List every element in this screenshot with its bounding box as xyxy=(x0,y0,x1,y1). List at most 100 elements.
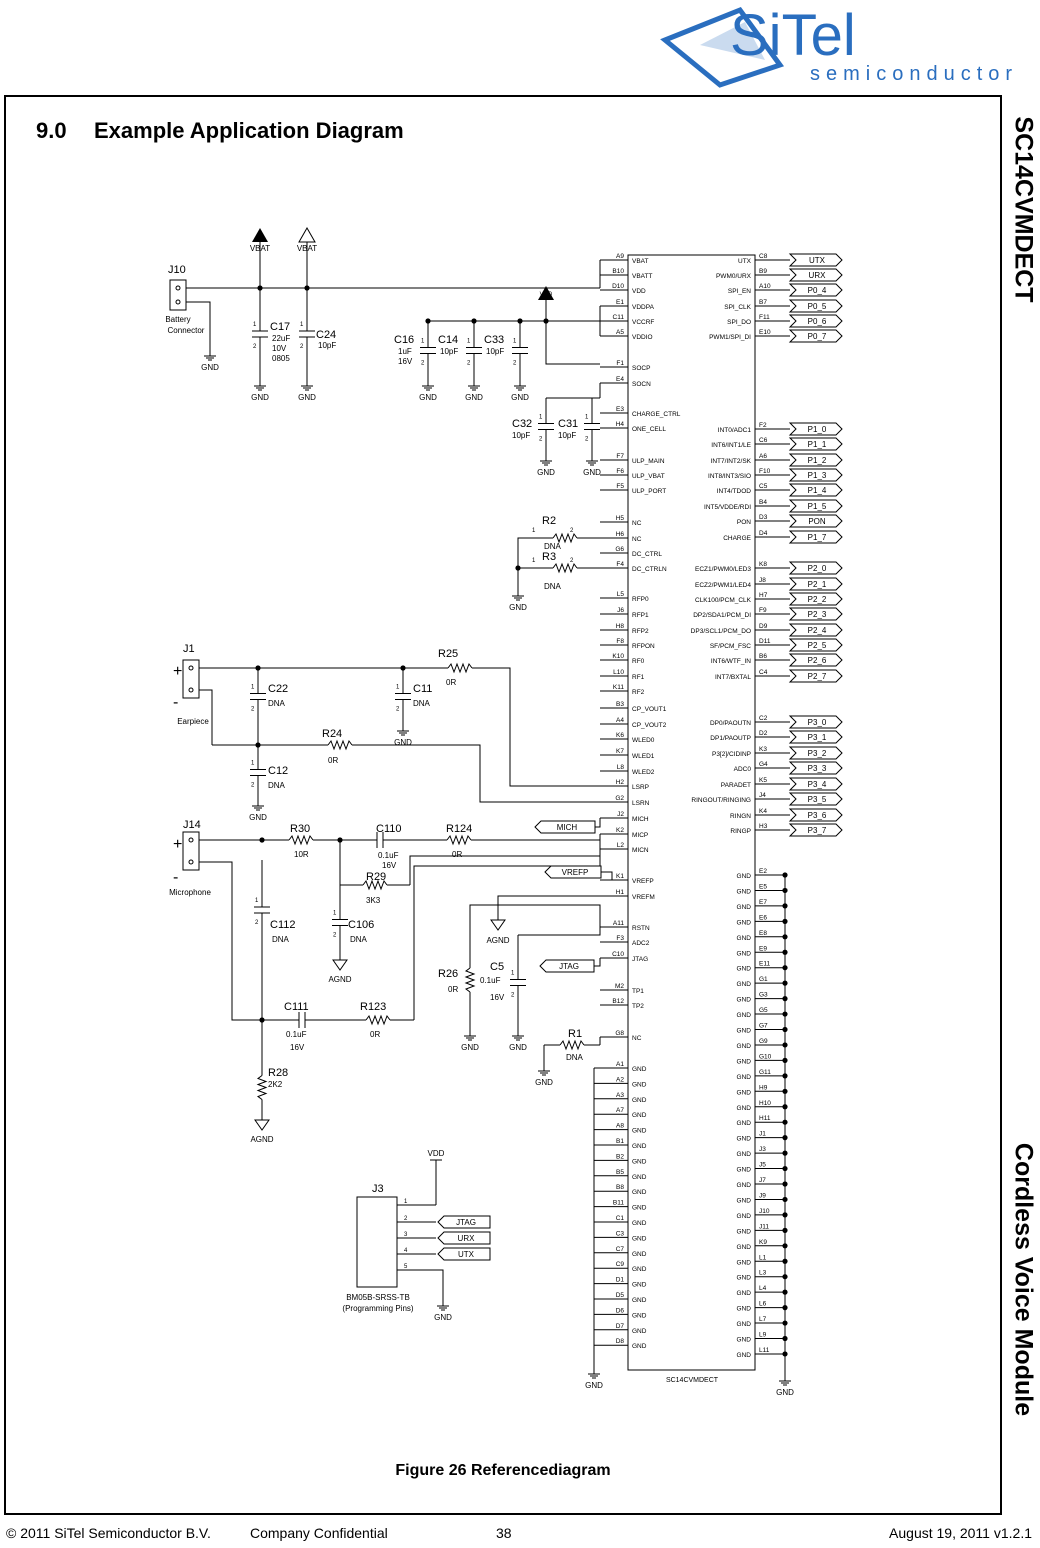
ic-pin-name: INT6/INT1/LE xyxy=(711,442,751,449)
net-tag-p3_1 xyxy=(788,730,843,744)
ic-pin-number: B11 xyxy=(613,1200,624,1207)
ic-pin-number: H11 xyxy=(759,1115,771,1122)
gnd-c17-icon: GND xyxy=(251,393,269,402)
ic-pin-name: GND xyxy=(737,1275,752,1282)
ic-pin-name: NC xyxy=(632,536,642,543)
net-tag-p0_5 xyxy=(788,299,843,313)
ic-pin-name: CP_VOUT1 xyxy=(632,706,667,713)
net-tag-p1_3 xyxy=(788,468,843,482)
j3-pin-number: 4 xyxy=(404,1248,408,1254)
vdd-label: VDD xyxy=(540,292,553,298)
ic-pin-name: RINGN xyxy=(730,813,751,820)
ref-r2: R2 xyxy=(542,515,556,527)
ic-pin-number: D2 xyxy=(759,730,768,737)
ic-pin-name: MICN xyxy=(632,847,649,854)
agnd-symbol-icon xyxy=(490,919,506,931)
ic-pin-number: J7 xyxy=(759,1177,766,1184)
ic-pin-name: SOCP xyxy=(632,365,650,372)
label: 1 xyxy=(532,558,536,564)
ic-pin-number: F4 xyxy=(616,561,624,568)
r25-zigzag xyxy=(447,662,473,674)
ic-pin-name: GND xyxy=(632,1174,647,1181)
net-tag-urx-j3 xyxy=(437,1231,491,1245)
ic-pin-name: CHARGE_CTRL xyxy=(632,411,681,418)
net-tag-p3_1-text: P3_1 xyxy=(808,733,827,742)
ic-pin-name: SF/PCM_FSC xyxy=(710,643,751,650)
net-tag-p2_1-text: P2_1 xyxy=(808,580,827,589)
net-tag-p1_7 xyxy=(788,530,843,544)
ic-pin-number: L1 xyxy=(759,1254,767,1261)
ic-pin-name: GND xyxy=(632,1282,647,1289)
ic-pin-number: B12 xyxy=(612,998,624,1005)
ic-pin-name: GND xyxy=(737,966,752,973)
ic-pin-number: F10 xyxy=(759,468,771,475)
ic-pin-number: H2 xyxy=(616,779,625,786)
ic-pin-number: E7 xyxy=(759,899,767,906)
label: 10R xyxy=(294,850,309,859)
agnd-symbol-icon xyxy=(332,959,348,971)
agnd-symbol-icon xyxy=(254,1119,270,1131)
ic-pin-name: LSRN xyxy=(632,800,650,807)
ic-pin-number: A9 xyxy=(616,253,624,260)
ic-pin-name: GND xyxy=(737,1337,752,1344)
agnd-label: AGND xyxy=(250,1135,273,1144)
ic-pin-number: F7 xyxy=(616,453,624,460)
wire xyxy=(370,744,600,803)
ic-pin-number: G1 xyxy=(759,976,768,983)
net-tag-p2_1 xyxy=(788,577,843,591)
ic-pin-name: GND xyxy=(737,1012,752,1019)
agnd-label: AGND xyxy=(328,975,351,984)
ic-pin-name: GND xyxy=(632,1235,647,1242)
ic-pin-name: VCCRF xyxy=(632,319,654,326)
label: 2 xyxy=(570,558,574,564)
pin-num: 2 xyxy=(511,993,515,999)
j3-pin-number: 1 xyxy=(404,1199,408,1205)
ic-pin-number: E6 xyxy=(759,914,767,921)
ic-pin-name: GND xyxy=(632,1081,647,1088)
gnd-right-bus-icon: GND xyxy=(776,1388,794,1397)
ic-pin-name: PWM0/URX xyxy=(716,273,752,280)
j1-minus: - xyxy=(173,694,178,711)
ic-pin-number: E9 xyxy=(759,945,767,952)
ic-pin-number: F11 xyxy=(759,314,770,321)
net-tag-vrefp-text: VREFP xyxy=(562,868,589,877)
ic-pin-number: J11 xyxy=(759,1223,769,1230)
r2-zigzag xyxy=(552,532,578,544)
ic-pin-number: B7 xyxy=(759,299,767,306)
ic-pin-number: A4 xyxy=(616,717,624,724)
ic-pin-name: GND xyxy=(737,1352,752,1359)
label: 10pF xyxy=(486,347,504,356)
ic-pin-name: GND xyxy=(632,1297,647,1304)
ic-pin-number: K6 xyxy=(616,732,624,739)
footer-confidential: Company Confidential xyxy=(250,1525,388,1541)
wire xyxy=(545,300,600,365)
j3-pin-number: 5 xyxy=(404,1264,408,1270)
ic-pin-number: A10 xyxy=(759,283,771,290)
ic-pin-name: RFPON xyxy=(632,643,655,650)
ref-r28: R28 xyxy=(268,1067,288,1079)
ic-pin-name: GND xyxy=(737,1167,752,1174)
label: DNA xyxy=(272,935,290,944)
footer-page-number: 38 xyxy=(496,1525,512,1541)
ref-c22: C22 xyxy=(268,683,288,695)
net-tag-pon xyxy=(788,514,843,528)
ic-pin-name: RINGP xyxy=(730,828,751,835)
ic-pin-name: GND xyxy=(737,981,752,988)
pin-num: 1 xyxy=(467,339,471,345)
ic-pin-number: A6 xyxy=(759,453,767,460)
agnd-label: AGND xyxy=(486,936,509,945)
ic-pin-number: H7 xyxy=(759,592,768,599)
wire xyxy=(199,861,262,1021)
r3-zigzag xyxy=(552,562,578,574)
ic-pin-name: GND xyxy=(737,1105,752,1112)
r1-zigzag xyxy=(559,1039,585,1051)
ref-c5: C5 xyxy=(490,961,504,973)
ic-pin-name: MICH xyxy=(632,816,649,823)
net-tag-p0_4 xyxy=(788,283,843,297)
ic-pin-number: B8 xyxy=(616,1184,624,1191)
ic-pin-number: E10 xyxy=(759,329,771,336)
ic-pin-name: RFP0 xyxy=(632,596,649,603)
side-module: Cordless Voice Module xyxy=(1009,1142,1038,1417)
ic-pin-name: PARADET xyxy=(721,782,751,789)
ic-pin-name: VBATT xyxy=(632,273,652,280)
